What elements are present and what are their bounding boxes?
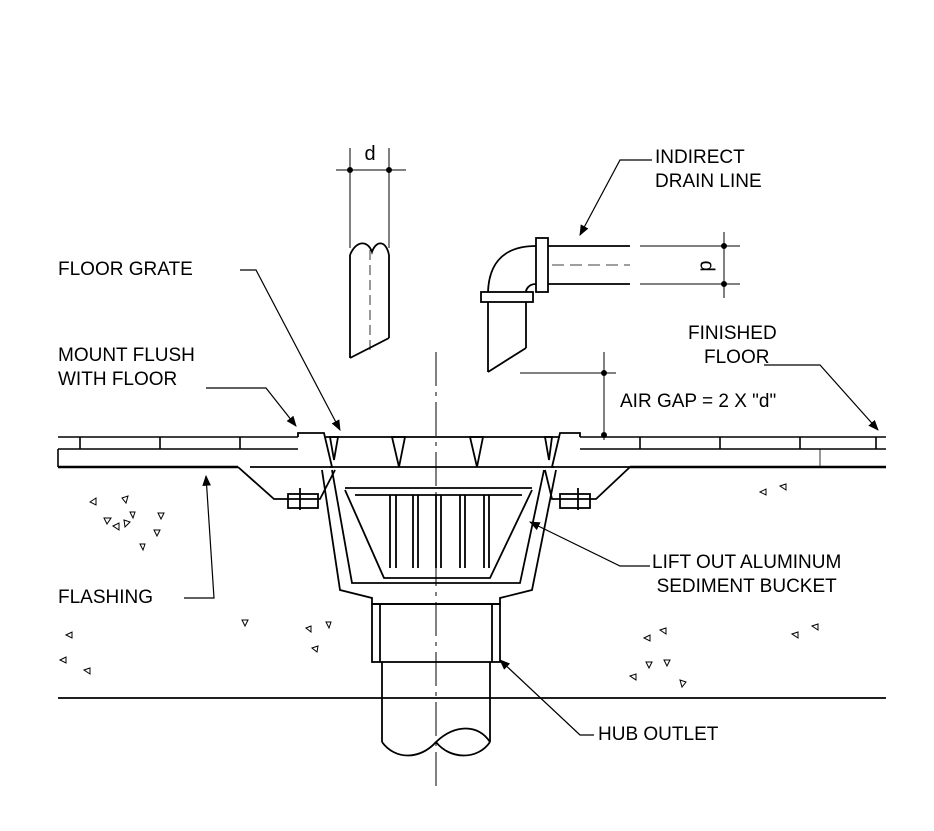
elbow-indirect-pipe bbox=[480, 237, 630, 373]
flashing-label: FLASHING bbox=[58, 587, 154, 608]
indirect-drain-line-line2: DRAIN LINE bbox=[655, 171, 762, 192]
elbow-diameter-dimension bbox=[640, 232, 740, 298]
concrete-aggregate bbox=[58, 483, 819, 689]
indirect-drain-line-line1: INDIRECT bbox=[655, 147, 745, 168]
pipe-diameter-label: d bbox=[364, 143, 375, 165]
lift-out-bucket-label: LIFT OUT ALUMINUM SEDIMENT BUCKET bbox=[652, 551, 841, 599]
floor-slab bbox=[57, 436, 886, 699]
mount-flush-line2: WITH FLOOR bbox=[58, 369, 178, 390]
lift-out-bucket-line2: SEDIMENT BUCKET bbox=[656, 576, 837, 597]
hub-outlet-label: HUB OUTLET bbox=[598, 724, 719, 745]
floor-grate-label: FLOOR GRATE bbox=[58, 259, 193, 280]
finished-floor-line2: FLOOR bbox=[704, 347, 770, 368]
finished-floor-label: FINISHED FLOOR bbox=[688, 322, 777, 370]
lift-out-bucket-line1: LIFT OUT ALUMINUM bbox=[652, 552, 842, 573]
leader-lines bbox=[184, 159, 879, 736]
mount-flush-line1: MOUNT FLUSH bbox=[58, 345, 195, 366]
finished-floor-line1: FINISHED bbox=[688, 323, 777, 344]
elbow-diameter-label: d bbox=[696, 260, 718, 271]
straight-indirect-pipe bbox=[349, 242, 390, 359]
pipe-diameter-dimension bbox=[336, 148, 406, 248]
air-gap-dimension bbox=[520, 352, 616, 440]
drain-body bbox=[237, 432, 631, 757]
indirect-drain-line-label: INDIRECT DRAIN LINE bbox=[655, 146, 762, 194]
mount-flush-label: MOUNT FLUSH WITH FLOOR bbox=[58, 344, 195, 392]
air-gap-label: AIR GAP = 2 X "d" bbox=[620, 391, 777, 412]
